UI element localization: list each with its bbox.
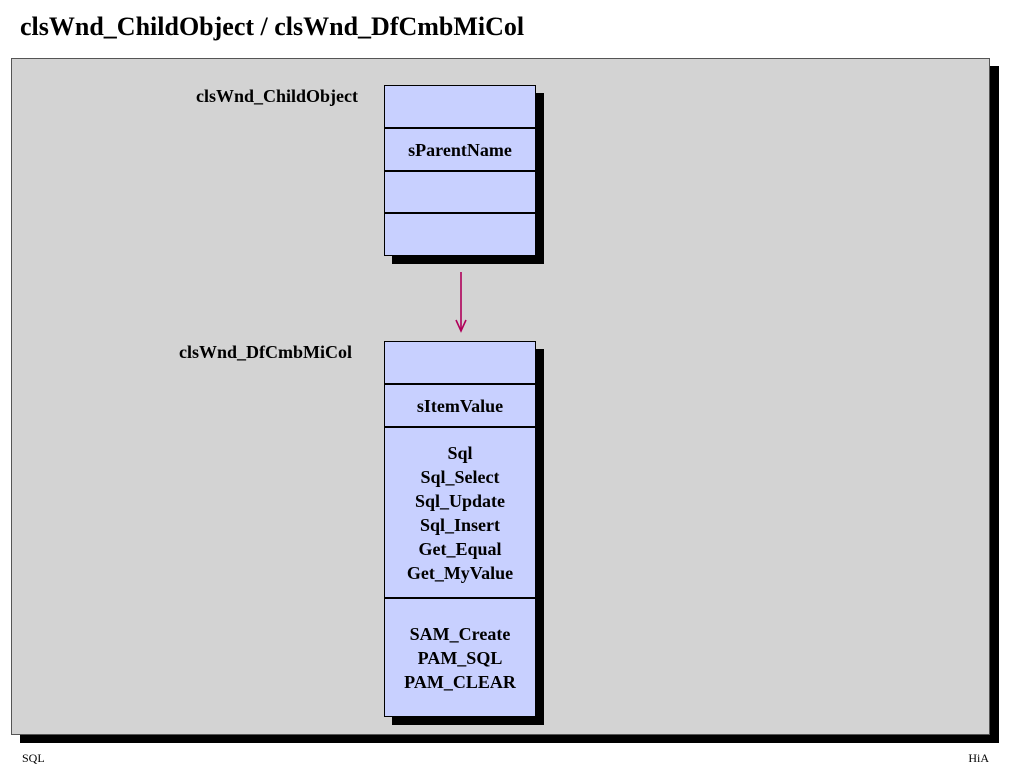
class-child-section-name — [385, 342, 535, 385]
class-parent-section-name — [385, 86, 535, 129]
message-item: PAM_SQL — [417, 647, 503, 668]
class-box-child: sItemValue Sql Sql_Select Sql_Update Sql… — [384, 341, 544, 727]
message-item: SAM_Create — [409, 623, 511, 644]
class-parent-property: sParentName — [408, 139, 512, 160]
method-item: Get_Equal — [418, 538, 502, 559]
page-title: clsWnd_ChildObject / clsWnd_DfCmbMiCol — [20, 12, 525, 41]
method-item: Sql_Update — [414, 490, 506, 511]
class-box-parent-body: sParentName — [384, 85, 536, 256]
class-box-parent: sParentName — [384, 85, 544, 265]
message-item: PAM_CLEAR — [404, 671, 516, 692]
inheritance-arrow — [455, 272, 467, 333]
class-child-section-properties: sItemValue — [385, 385, 535, 428]
method-item: Sql — [447, 442, 473, 463]
class-box-child-body: sItemValue Sql Sql_Select Sql_Update Sql… — [384, 341, 536, 717]
class-parent-section-methods — [385, 172, 535, 214]
arrow-head — [455, 319, 467, 333]
method-item: Sql_Select — [420, 466, 500, 487]
class-label-child: clsWnd_DfCmbMiCol — [178, 342, 352, 362]
class-child-section-messages: SAM_Create PAM_SQL PAM_CLEAR — [385, 599, 535, 716]
class-child-section-methods: Sql Sql_Select Sql_Update Sql_Insert Get… — [385, 428, 535, 599]
class-parent-section-messages — [385, 214, 535, 255]
class-label-parent: clsWnd_ChildObject — [195, 86, 358, 106]
class-parent-section-properties: sParentName — [385, 129, 535, 172]
method-item: Sql_Insert — [419, 514, 500, 535]
footer-left-text: SQL — [22, 751, 45, 765]
footer-right-text: HiA — [968, 751, 989, 765]
method-item: Get_MyValue — [406, 562, 514, 583]
class-child-property: sItemValue — [416, 395, 504, 416]
